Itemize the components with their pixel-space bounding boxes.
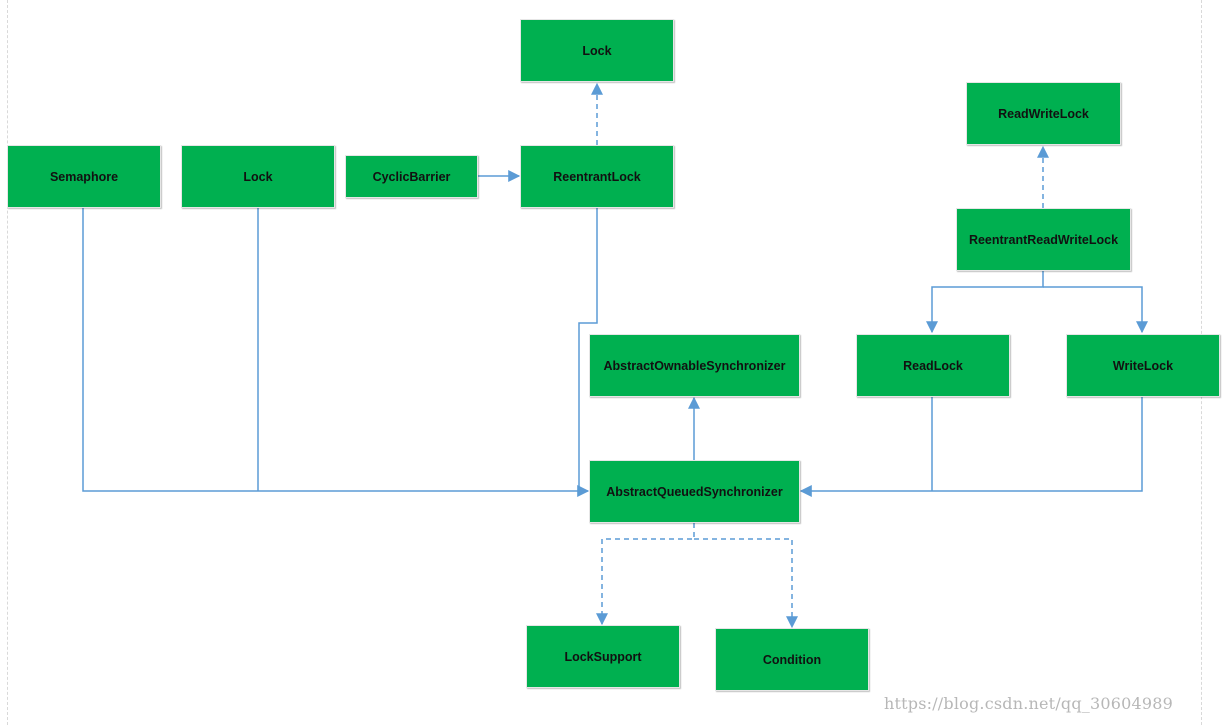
node-readlock: ReadLock [856, 334, 1010, 397]
node-lock: Lock [181, 145, 335, 208]
node-writelock: WriteLock [1066, 334, 1220, 397]
edge-semaphore-to-aqs [82, 208, 590, 497]
edge-reentrantlock-to-aqs [578, 208, 598, 491]
edge-rrwl-to-readlock [926, 271, 1044, 334]
node-reentrantlock: ReentrantLock [520, 145, 674, 208]
edge-aqs-to-locksupport [596, 523, 695, 626]
frame-border-left [7, 0, 8, 725]
node-reentrantreadwritelock: ReentrantReadWriteLock [956, 208, 1131, 271]
node-cyclicbarrier: CyclicBarrier [345, 155, 478, 198]
node-semaphore: Semaphore [7, 145, 161, 208]
edge-aqs-to-condition [694, 538, 798, 629]
node-readwritelock: ReadWriteLock [966, 82, 1121, 145]
edge-rrwl-to-writelock [1043, 286, 1148, 334]
node-abstractqueuedsynchronizer: AbstractQueuedSynchronizer [589, 460, 800, 523]
node-condition: Condition [715, 628, 869, 691]
watermark-text: https://blog.csdn.net/qq_30604989 [884, 694, 1174, 713]
edge-writelock-to-aqs [799, 397, 1143, 497]
node-abstractownablesynchronizer: AbstractOwnableSynchronizer [589, 334, 800, 397]
node-lock-top: Lock [520, 19, 674, 82]
node-locksupport: LockSupport [526, 625, 680, 688]
